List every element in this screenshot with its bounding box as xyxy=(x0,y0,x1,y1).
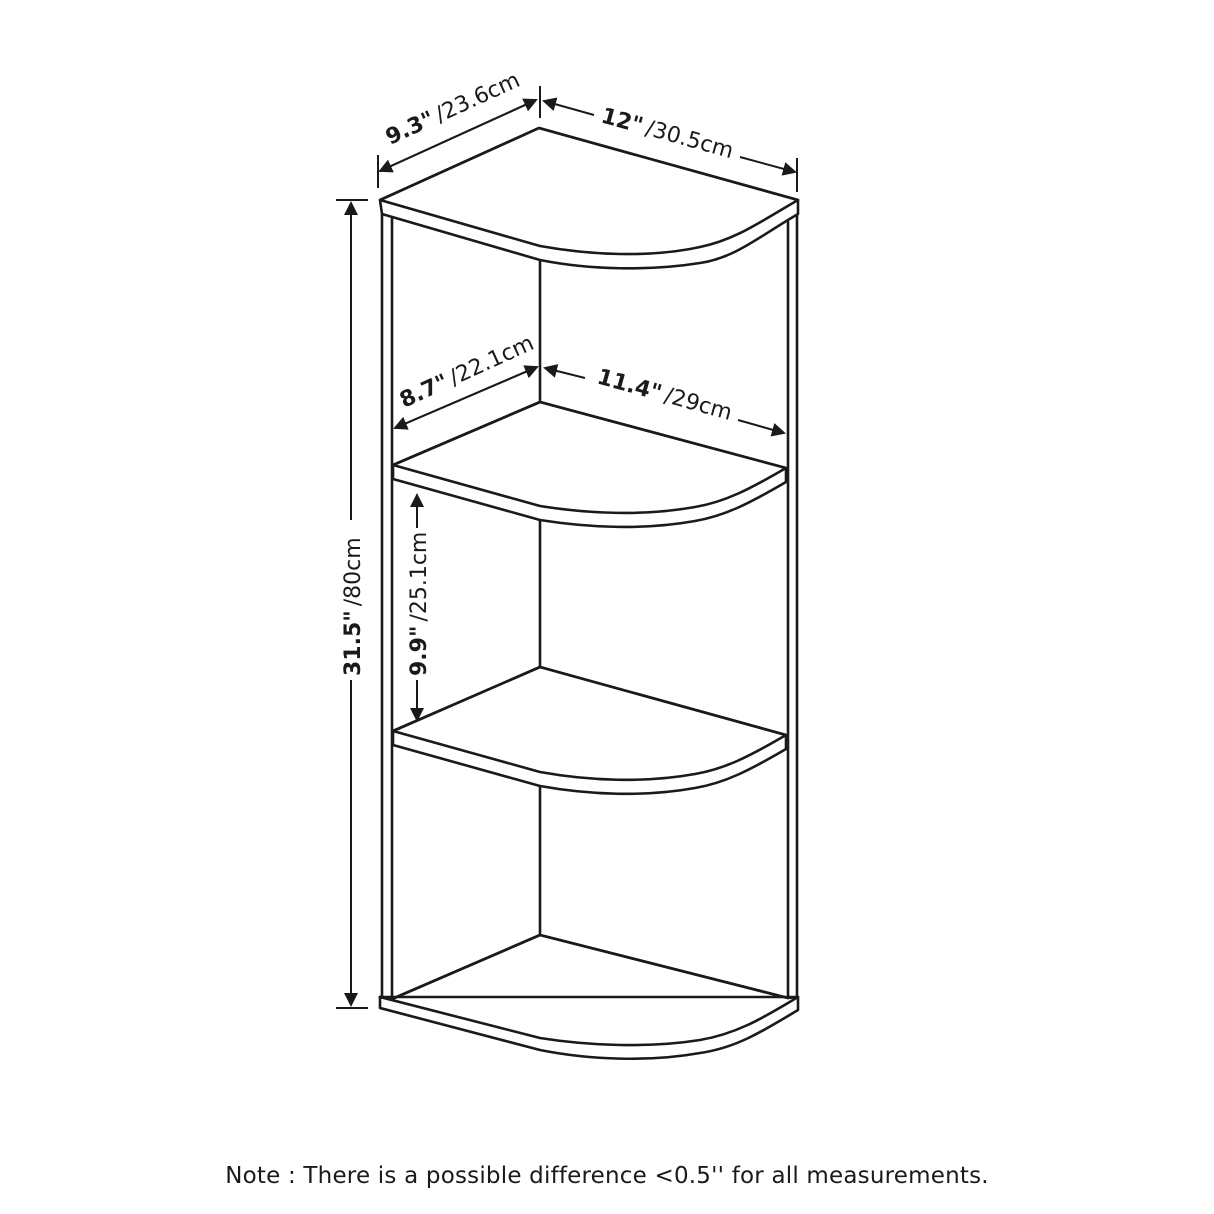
svg-text:31.5"/80cm: 31.5" /80cm xyxy=(341,537,366,676)
shelf-lower xyxy=(391,665,788,796)
left-post xyxy=(380,212,394,1002)
shelf-spacing-imperial: 9.9" xyxy=(407,626,432,676)
top-depth-metric: /23.6cm xyxy=(432,68,524,128)
svg-text:8.7"/22.1cm: 8.7"/22.1cm xyxy=(396,331,538,414)
right-post xyxy=(786,212,799,1002)
total-height-metric: /80cm xyxy=(341,537,366,606)
shelf-depth-metric: /22.1cm xyxy=(446,331,538,391)
bottom-panel xyxy=(378,933,800,1061)
total-height-imperial: 31.5" xyxy=(341,610,366,676)
shelf-spacing-metric: /25.1cm xyxy=(407,532,432,622)
top-depth-imperial: 9.3" xyxy=(382,107,438,151)
shelf-upper xyxy=(391,400,788,529)
top-width-imperial: 12" xyxy=(598,104,645,139)
shelf-width-metric: /29cm xyxy=(662,383,735,426)
measurement-note: Note : There is a possible difference <0… xyxy=(225,1163,989,1189)
svg-text:11.4"/29cm: 11.4"/29cm xyxy=(594,365,734,426)
dimension-shelf-spacing: 9.9" /25.1cm xyxy=(407,493,432,722)
top-width-metric: /30.5cm xyxy=(643,116,736,164)
svg-text:9.9"/25.1cm: 9.9" /25.1cm xyxy=(407,532,432,676)
top-panel xyxy=(378,126,800,270)
dimension-total-height: 31.5" /80cm xyxy=(336,199,368,1009)
shelf-width-imperial: 11.4" xyxy=(594,365,664,407)
